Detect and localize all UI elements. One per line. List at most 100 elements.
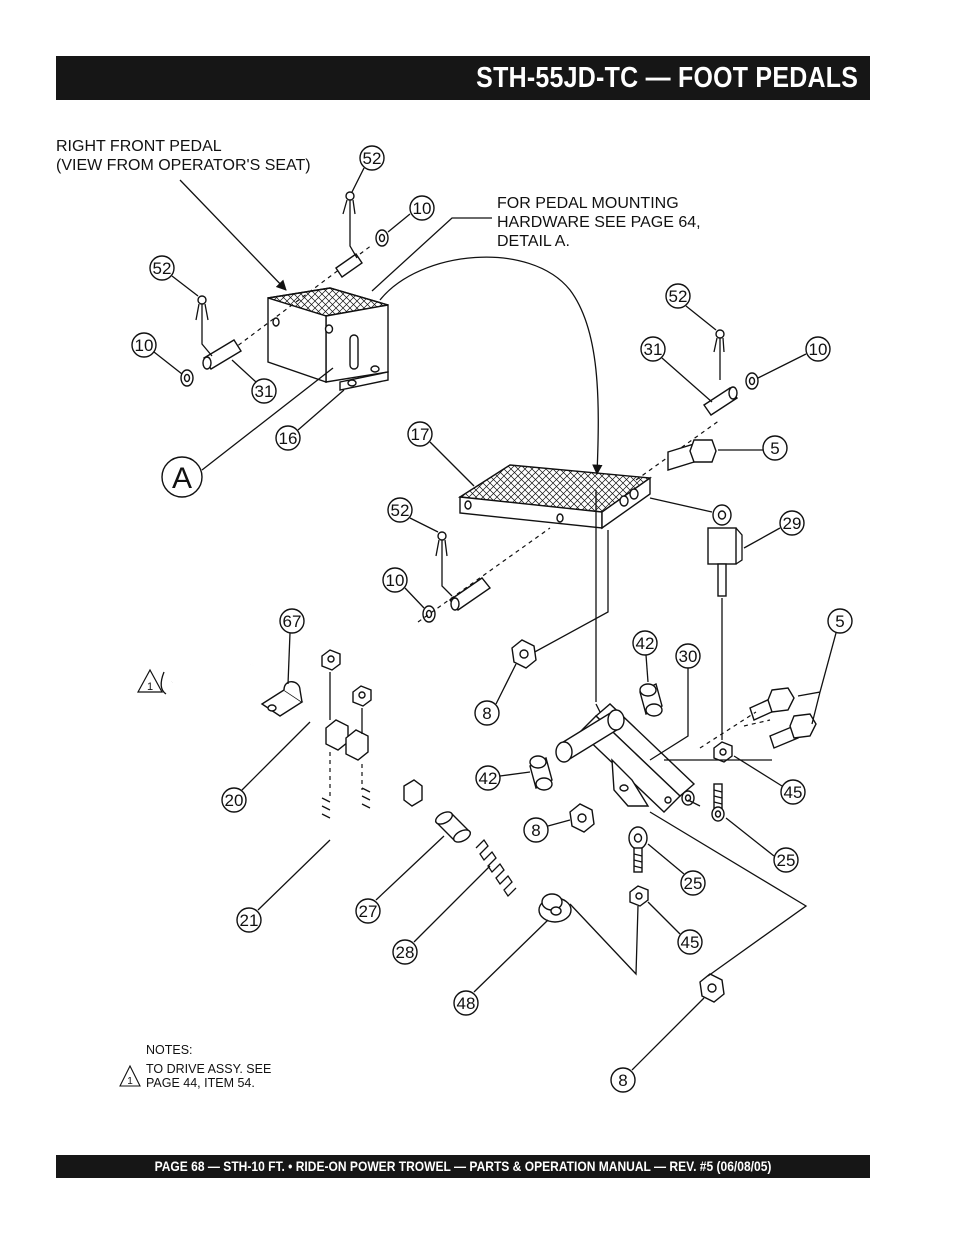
caption-leader-mounting: [371, 217, 492, 292]
callout-42b: 42: [475, 765, 501, 791]
svg-text:A: A: [172, 462, 192, 495]
callout-21: 21: [236, 907, 262, 933]
svg-text:1: 1: [127, 1076, 133, 1087]
leader-8a: [495, 663, 517, 705]
leader-8c: [631, 997, 705, 1071]
callout-28: 28: [392, 939, 418, 965]
note-line-1: TO DRIVE ASSY. SEE: [146, 1062, 271, 1076]
bolt-axis-lines: [699, 711, 771, 749]
relation-arrow: [379, 256, 603, 476]
svg-text:10: 10: [809, 340, 828, 359]
callout-10d: 10: [382, 567, 408, 593]
foot-pedal-17: [457, 464, 652, 530]
callout-25b: 25: [680, 870, 706, 896]
leader-52a: [351, 167, 365, 193]
svg-text:52: 52: [391, 501, 410, 520]
leader-10c: [757, 353, 807, 379]
svg-text:31: 31: [255, 382, 274, 401]
drive-rod-67: [160, 662, 421, 791]
spacer-27: [434, 811, 472, 843]
callout-8b: 8: [523, 817, 549, 843]
svg-text:30: 30: [679, 647, 698, 666]
svg-text:28: 28: [396, 943, 415, 962]
header-bar: STH-55JD-TC — FOOT PEDALS: [56, 56, 870, 100]
callout-20: 20: [221, 787, 247, 813]
leader-28: [413, 865, 491, 943]
clevis-pin-top: [335, 191, 363, 278]
svg-text:42: 42: [479, 769, 498, 788]
callout-10b: 10: [131, 332, 157, 358]
leader-45b: [647, 901, 681, 935]
leader-30: [649, 668, 689, 761]
callout-10a: 10: [409, 195, 435, 221]
svg-text:17: 17: [411, 425, 430, 444]
u-bolt-21: [321, 752, 371, 843]
leader-52c: [685, 305, 717, 331]
callout-5a: 5: [762, 435, 788, 461]
leader-clevis: [649, 497, 713, 513]
bracket-30: [578, 703, 696, 813]
leader-42b: [499, 771, 531, 777]
leader-10d: [404, 587, 425, 609]
svg-text:10: 10: [413, 199, 432, 218]
svg-text:52: 52: [153, 259, 172, 278]
svg-text:5: 5: [835, 612, 844, 631]
callout-48: 48: [453, 990, 479, 1016]
bolt-5-top: [667, 439, 717, 471]
callout-31b: 31: [640, 336, 666, 362]
nut-8-middle: [569, 803, 595, 833]
leader-17: [429, 441, 475, 487]
leader-20: [241, 721, 311, 791]
callout-27: 27: [355, 898, 381, 924]
callout-52c: 52: [665, 283, 691, 309]
callout-25a: 25: [773, 847, 799, 873]
flange-bushing-48: [538, 893, 572, 923]
leader-42a: [645, 654, 649, 683]
callout-30: 30: [675, 643, 701, 669]
leader-5b: [797, 632, 837, 725]
leader-31a: [231, 359, 257, 383]
nut-45-upper: [713, 741, 733, 763]
leader-29: [743, 527, 781, 549]
svg-text:8: 8: [482, 704, 491, 723]
caption-mounting-1: FOR PEDAL MOUNTING: [497, 195, 679, 212]
footer-bar: PAGE 68 — STH-10 FT. • RIDE-ON POWER TRO…: [56, 1155, 870, 1178]
svg-text:31: 31: [644, 340, 663, 359]
axis-line-4: [417, 527, 551, 623]
footer-text: PAGE 68 — STH-10 FT. • RIDE-ON POWER TRO…: [154, 1158, 772, 1174]
svg-text:10: 10: [135, 336, 154, 355]
leader-67: [287, 632, 291, 685]
svg-text:8: 8: [531, 821, 540, 840]
callout-45a: 45: [780, 779, 806, 805]
svg-text:10: 10: [386, 571, 405, 590]
leader-16: [297, 389, 345, 431]
bushing-42-large: [555, 709, 625, 763]
svg-text:45: 45: [681, 933, 700, 952]
rod-nuts: [325, 719, 423, 807]
washer-left: [180, 369, 194, 387]
nut-8-lower: [699, 973, 725, 1003]
leader-8b: [547, 819, 571, 827]
washer-right: [745, 372, 759, 390]
nut-45-lower: [629, 885, 649, 907]
leader-31b: [661, 357, 713, 403]
callout-29: 29: [779, 510, 805, 536]
leader-27: [375, 835, 445, 901]
callout-42a: 42: [632, 630, 658, 656]
svg-text:20: 20: [225, 791, 244, 810]
leader-45a: [733, 755, 783, 787]
svg-text:27: 27: [359, 902, 378, 921]
svg-text:48: 48: [457, 994, 476, 1013]
svg-text:52: 52: [669, 287, 688, 306]
callout-52b: 52: [149, 255, 175, 281]
leader-bracket-screw: [687, 799, 701, 807]
callout-8a: 8: [474, 700, 500, 726]
clevis-pin-right: [703, 329, 738, 416]
callout-52d: 52: [387, 497, 413, 523]
screw-25: [711, 783, 725, 822]
caption-right-front-pedal: RIGHT FRONT PEDAL: [56, 138, 222, 155]
caption-mounting-3: DETAIL A.: [497, 233, 570, 250]
callout-45b: 45: [677, 929, 703, 955]
svg-text:1: 1: [147, 681, 153, 693]
callout-31a: 31: [251, 378, 277, 404]
